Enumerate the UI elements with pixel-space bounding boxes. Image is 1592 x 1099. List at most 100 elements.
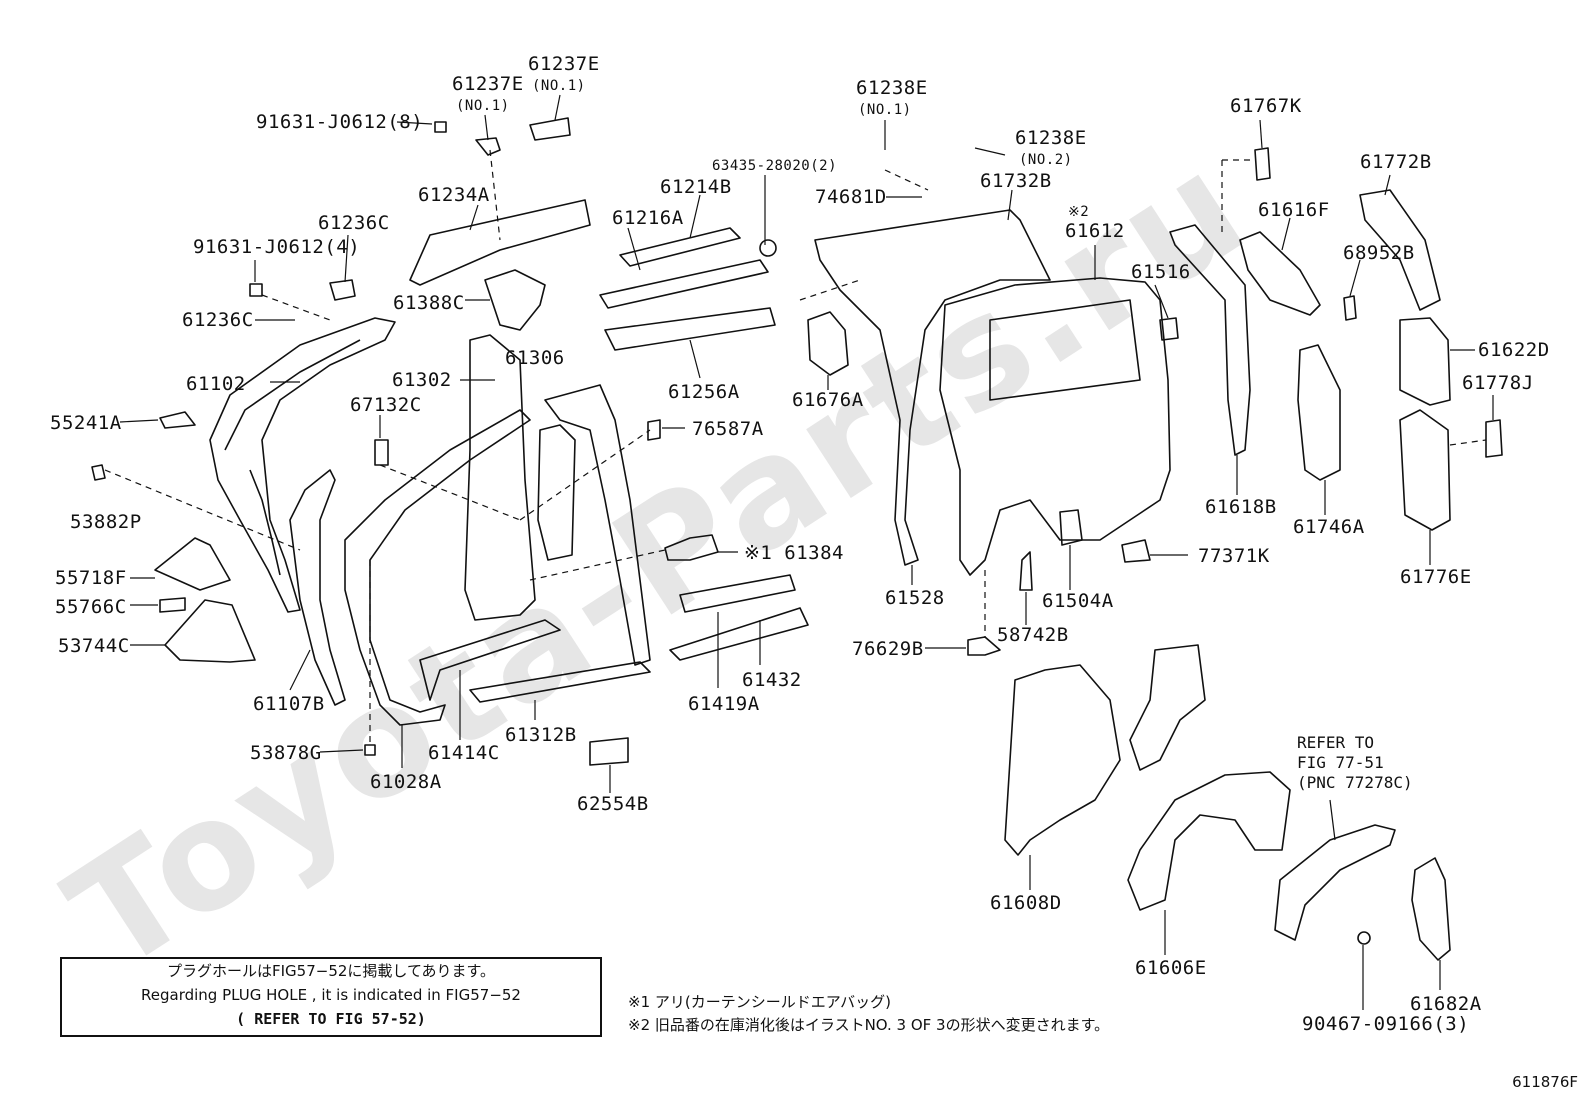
label-61256A: 61256A	[668, 381, 740, 403]
label-61528: 61528	[885, 587, 945, 609]
note-line-en: Regarding PLUG HOLE , it is indicated in…	[141, 986, 521, 1004]
part-77278C	[1274, 824, 1396, 941]
part-61028A	[344, 409, 531, 726]
label-62554B: 62554B	[577, 793, 649, 815]
part-61767K	[1254, 147, 1271, 181]
label-61432: 61432	[742, 669, 802, 691]
part-91631-8	[434, 121, 447, 133]
label-91631-J0612-8: 91631-J0612(8)	[256, 111, 424, 133]
label-61236C-a: 61236C	[318, 212, 390, 234]
part-55766C	[159, 597, 186, 613]
part-61778J	[1485, 419, 1503, 458]
label-61312B: 61312B	[505, 724, 577, 746]
label-61612: 61612	[1065, 220, 1125, 242]
label-61776E: 61776E	[1400, 566, 1472, 588]
refer-line-1: REFER TO	[1297, 733, 1375, 752]
label-61237E-a: 61237E	[452, 73, 524, 95]
part-61312B	[469, 661, 651, 703]
part-61302	[464, 334, 536, 621]
label-61238E-b-sub: (NO.2)	[1019, 152, 1073, 168]
part-91631-4	[249, 283, 263, 297]
label-61238E-b: 61238E	[1015, 127, 1087, 149]
label-55766C: 55766C	[55, 596, 127, 618]
label-61238E-a-sub: (NO.1)	[858, 102, 912, 118]
label-61676A: 61676A	[792, 389, 864, 411]
label-61612-mark: ※2	[1068, 204, 1090, 220]
label-61236C-b: 61236C	[182, 309, 254, 331]
part-61214B	[619, 227, 741, 267]
part-61504A	[1059, 509, 1083, 546]
label-67132C: 67132C	[350, 394, 422, 416]
label-61214B: 61214B	[660, 176, 732, 198]
part-67132C	[374, 439, 389, 466]
figure-code: 611876F	[1512, 1073, 1578, 1091]
part-61256A	[604, 307, 776, 351]
label-61237E-a-sub: (NO.1)	[456, 98, 510, 114]
label-61414C: 61414C	[428, 742, 500, 764]
label-61384: ※1 61384	[744, 542, 844, 564]
label-53744C: 53744C	[58, 635, 130, 657]
refer-line-3: (PNC 77278C)	[1297, 773, 1413, 792]
label-61102: 61102	[186, 373, 246, 395]
part-76587A	[647, 419, 661, 441]
label-61388C: 61388C	[393, 292, 465, 314]
part-61772B	[1359, 189, 1441, 311]
part-61419A	[679, 574, 796, 613]
part-61107B	[289, 469, 346, 706]
part-58742B	[1019, 551, 1033, 591]
label-61772B: 61772B	[1360, 151, 1432, 173]
part-61236C	[329, 279, 356, 301]
label-61732B: 61732B	[980, 170, 1052, 192]
part-53882P	[91, 464, 106, 481]
part-61216A	[599, 259, 769, 309]
label-68952B: 68952B	[1343, 242, 1415, 264]
label-61028A: 61028A	[370, 771, 442, 793]
label-90467-09166: 90467-09166(3)	[1302, 1013, 1470, 1035]
label-61516: 61516	[1131, 261, 1191, 283]
part-61732B	[814, 209, 1051, 566]
part-63435	[759, 239, 777, 257]
part-68952B	[1343, 295, 1357, 321]
label-61618B: 61618B	[1205, 496, 1277, 518]
part-61682A	[1411, 857, 1451, 961]
label-61237E-b: 61237E	[528, 53, 600, 75]
footnote-1: ※1 アリ(カーテンシールドエアバッグ)	[628, 993, 891, 1011]
label-76587A: 76587A	[692, 418, 764, 440]
label-61616F: 61616F	[1258, 199, 1330, 221]
label-76629B: 76629B	[852, 638, 924, 660]
label-61767K: 61767K	[1230, 95, 1302, 117]
refer-note: REFER TO FIG 77-51 (PNC 77278C)	[1297, 733, 1413, 793]
part-61776E	[1399, 409, 1451, 531]
part-61622D	[1399, 317, 1451, 406]
part-61746A	[1297, 344, 1341, 481]
part-61432	[669, 607, 809, 661]
label-61306: 61306	[505, 347, 565, 369]
part-62554B	[589, 737, 629, 766]
part-53744C	[164, 599, 256, 663]
label-55718F: 55718F	[55, 567, 127, 589]
label-91631-J0612-4: 91631-J0612(4)	[193, 236, 361, 258]
label-61107B: 61107B	[253, 693, 325, 715]
footnote-2: ※2 旧品番の在庫消化後はイラストNO. 3 OF 3の形状へ変更されます。	[628, 1016, 1110, 1034]
label-61237E-b-sub: (NO.1)	[532, 78, 586, 94]
part-61388C	[484, 269, 546, 331]
part-61608D	[1004, 664, 1121, 856]
label-61504A: 61504A	[1042, 590, 1114, 612]
label-61606E: 61606E	[1135, 957, 1207, 979]
part-61618B	[1169, 224, 1251, 456]
label-77371K: 77371K	[1198, 545, 1270, 567]
part-61102	[209, 317, 396, 613]
note-line-jp: プラグホールはFIG57−52に掲載してあります。	[166, 962, 496, 980]
part-61608D-upper	[1129, 644, 1206, 771]
plug-hole-note-box: プラグホールはFIG57−52に掲載してあります。 Regarding PLUG…	[60, 957, 602, 1037]
part-61234A	[409, 199, 591, 286]
part-77371K	[1121, 539, 1151, 563]
part-61676A	[807, 311, 849, 376]
part-61616F	[1239, 231, 1321, 316]
part-55241A	[159, 411, 196, 429]
part-61612	[939, 277, 1171, 576]
refer-line-2: FIG 77-51	[1297, 753, 1384, 772]
label-53882P: 53882P	[70, 511, 142, 533]
label-61302: 61302	[392, 369, 452, 391]
